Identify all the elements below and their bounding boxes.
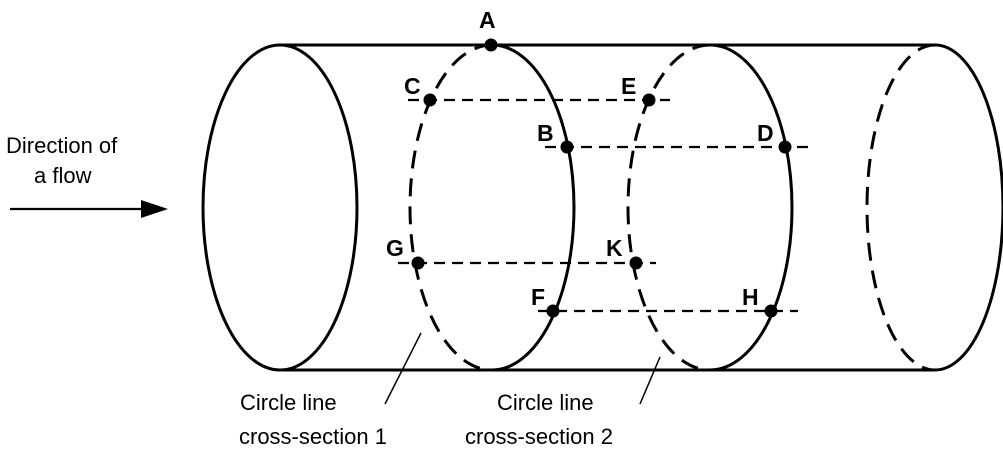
point-a-label: A <box>479 7 496 33</box>
point-h-label: H <box>742 284 759 310</box>
cross-section-2-circle <box>626 43 794 372</box>
point-k-marker <box>629 256 643 270</box>
cross-section-2-caption: Circle line cross-section 2 <box>465 356 661 449</box>
point-f-marker <box>546 304 560 318</box>
cylinder <box>201 43 1003 372</box>
point-k-label: K <box>606 235 623 261</box>
flow-direction: Direction of a flow <box>6 133 168 218</box>
cylinder-back-end-hidden <box>865 43 936 372</box>
point-e-label: E <box>621 73 636 99</box>
cross-section-1-back-half <box>408 43 493 372</box>
point-g-marker <box>411 256 425 270</box>
cross-section-1-leader <box>384 332 422 405</box>
point-h-marker <box>764 304 778 318</box>
point-c-marker <box>423 93 437 107</box>
measurement-points <box>411 38 792 318</box>
cross-section-1-caption: Circle line cross-section 1 <box>239 332 422 449</box>
cross-section-2-back-half <box>626 43 711 372</box>
point-c-label: C <box>404 73 421 99</box>
point-e-marker <box>642 93 656 107</box>
point-d-marker <box>778 140 792 154</box>
point-b-marker <box>560 140 574 154</box>
cross-section-1-line-2: cross-section 1 <box>239 424 387 449</box>
cross-section-2-line-1: Circle line <box>497 390 594 415</box>
point-a-marker <box>484 38 498 52</box>
point-labels: A C E B D G K F H <box>386 7 774 310</box>
point-g-label: G <box>386 235 404 261</box>
cylinder-front-end <box>201 43 359 372</box>
cylinder-back-end-visible <box>934 43 1003 372</box>
cross-section-1-circle <box>408 43 576 372</box>
point-b-label: B <box>537 120 554 146</box>
connector-lines <box>398 98 808 313</box>
point-d-label: D <box>757 120 774 146</box>
cross-section-2-line-2: cross-section 2 <box>465 424 613 449</box>
cross-section-2-leader <box>639 356 661 405</box>
cross-section-2-front-half <box>709 43 794 372</box>
flow-arrow-head <box>141 200 168 218</box>
cross-section-1-line-1: Circle line <box>240 390 337 415</box>
flow-label-line-2: a flow <box>34 163 92 188</box>
flow-label-line-1: Direction of <box>6 133 118 158</box>
point-f-label: F <box>531 284 545 310</box>
cross-section-1-front-half <box>491 43 576 372</box>
